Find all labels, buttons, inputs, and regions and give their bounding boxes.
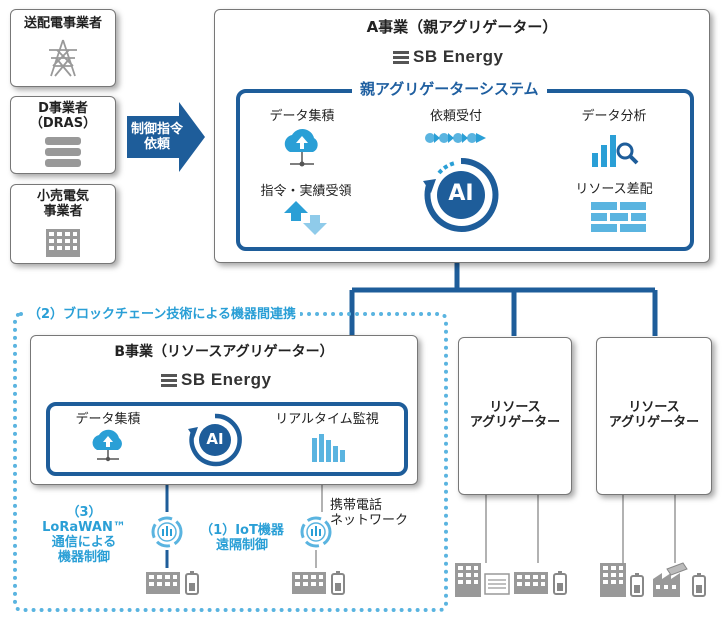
up-down-arrows-icon — [284, 201, 327, 235]
server-stack-icon — [45, 137, 81, 167]
brand-name: SB Energy — [413, 47, 504, 66]
dras-label: D事業者 （DRAS） — [29, 101, 97, 131]
lorawan-label: （3）LoRaWAN™ 通信による 機器制御 — [42, 505, 126, 565]
ai-label-b: AI — [206, 430, 224, 448]
tso-label: 送配電事業者 — [23, 16, 102, 31]
facility-building-battery-icon-1 — [146, 571, 199, 595]
resource-aggregator-label-1: リソース アグリゲーター — [469, 400, 561, 430]
iot-device-icon-1 — [151, 516, 183, 548]
building-icon — [46, 229, 80, 257]
facility-building-battery-icon-3 — [514, 571, 567, 595]
sb-energy-logo-b: SB Energy — [161, 370, 271, 390]
tso-box: 送配電事業者 — [10, 9, 116, 87]
retailer-label: 小売電気 事業者 — [36, 189, 89, 219]
retailer-box: 小売電気 事業者 — [10, 184, 116, 264]
resource-aggregator-label-2: リソース アグリゲーター — [608, 400, 700, 430]
resource-aggregator-box-2: リソース アグリゲーター — [596, 337, 712, 495]
request-receipt-label: 依頼受付 — [429, 109, 482, 124]
brand-name-b: SB Energy — [181, 370, 272, 389]
allocation-blocks-icon — [591, 202, 646, 232]
monitoring-bars-icon — [312, 434, 345, 462]
resource-aggregator-box-1: リソース アグリゲーター — [458, 337, 572, 495]
blockchain-label: （2）ブロックチェーン技術による機器間連携 — [24, 303, 301, 322]
ai-cycle-icon-b — [188, 413, 242, 467]
iot-label: （1）IoT機器 遠隔制御 — [200, 523, 284, 553]
flow-arrows-icon — [425, 133, 486, 143]
building-icon-ra2 — [600, 563, 626, 597]
resource-allocation-label: リソース差配 — [575, 182, 653, 197]
system-title: 親アグリゲーターシステム — [352, 78, 547, 99]
b-data-accumulation-label: データ集積 — [75, 412, 141, 427]
cloud-upload-icon — [284, 129, 318, 167]
appliance-icon-ra1 — [484, 573, 510, 595]
ai-label: AI — [448, 181, 474, 206]
dras-box: D事業者 （DRAS） — [10, 96, 116, 174]
ai-cycle-icon — [423, 157, 499, 232]
building-icon-ra1 — [455, 563, 481, 597]
battery-icon-ra2b — [692, 573, 706, 597]
analysis-chart-icon — [592, 135, 639, 167]
iot-device-icon-2 — [300, 516, 332, 548]
command-request-arrow — [127, 102, 205, 172]
realtime-monitoring-label: リアルタイム監視 — [275, 412, 379, 427]
a-data-accumulation-label: データ集積 — [269, 109, 335, 124]
factory-solar-icon — [653, 562, 688, 597]
a-business-title: A事業（親アグリゲーター） — [366, 18, 558, 36]
battery-icon-ra2 — [630, 573, 644, 597]
b-business-title: B事業（リソースアグリゲーター） — [114, 344, 334, 360]
sb-energy-logo: SB Energy — [393, 47, 503, 67]
command-receipt-label: 指令・実績受領 — [260, 184, 352, 199]
transmission-tower-icon — [49, 39, 77, 77]
arrow-label: 制御指令 依頼 — [130, 122, 183, 152]
facility-building-battery-icon-2 — [292, 571, 345, 595]
cloud-upload-icon-b — [92, 429, 122, 462]
mobile-network-label: 携帯電話 ネットワーク — [330, 498, 409, 528]
data-analysis-label: データ分析 — [581, 109, 647, 124]
